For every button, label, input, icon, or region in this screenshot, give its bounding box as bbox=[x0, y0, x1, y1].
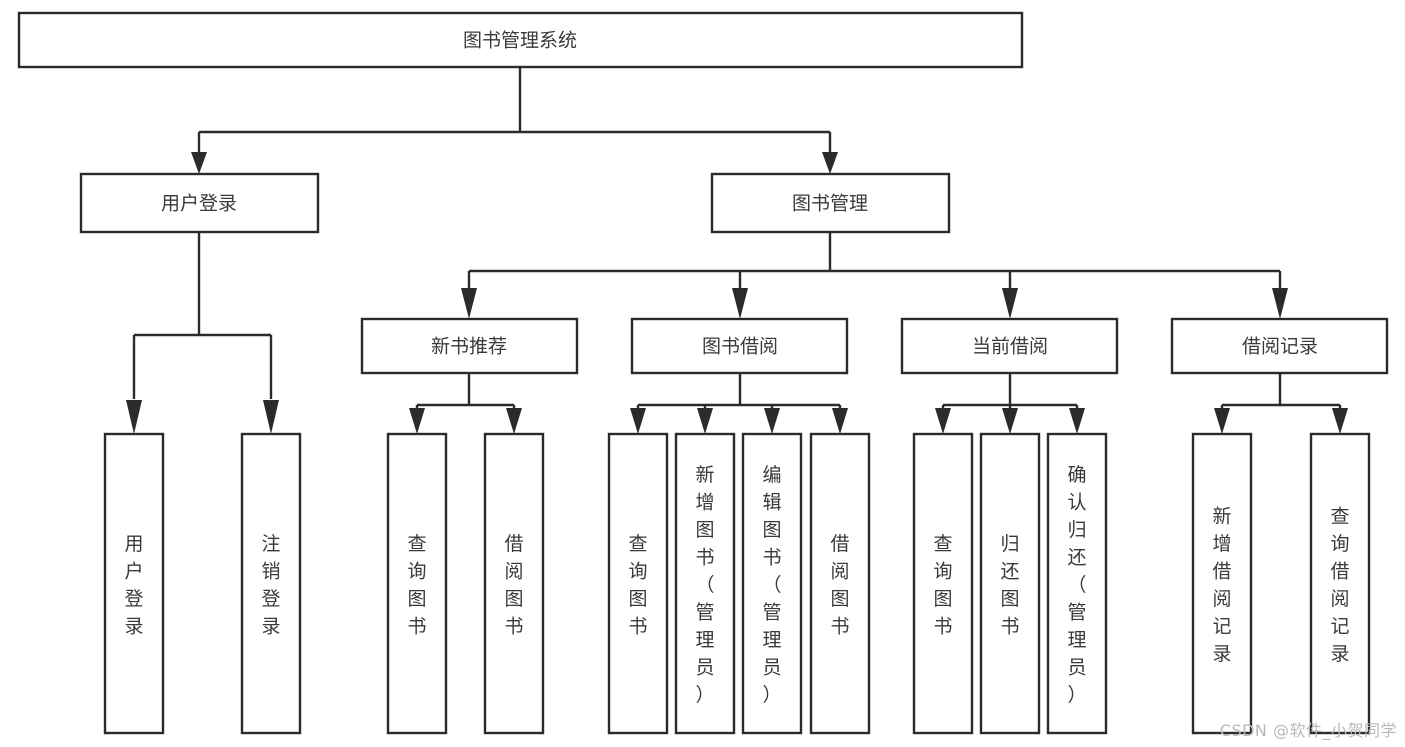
arrow-record-leaf-2 bbox=[1332, 408, 1348, 434]
leaf-user-login-label: 用户登录 bbox=[124, 533, 143, 638]
leaf-query-book-1[interactable]: 查询图书 bbox=[386, 432, 448, 735]
leaf-add-book-label: 新增图书（管理员） bbox=[695, 464, 714, 706]
leaf-borrow-book-2[interactable]: 借阅图书 bbox=[809, 432, 871, 735]
arrow-borrow-leaf-4 bbox=[832, 408, 848, 434]
node-root-label: 图书管理系统 bbox=[463, 30, 577, 52]
node-new-book-recommend[interactable]: 新书推荐 bbox=[360, 317, 579, 375]
arrow-userlogin-leaf-2 bbox=[263, 400, 279, 434]
arrow-current-leaf-2 bbox=[1002, 408, 1018, 434]
leaf-query-record[interactable]: 查询借阅记录 bbox=[1309, 432, 1371, 735]
node-new-book-recommend-box[interactable] bbox=[360, 317, 579, 375]
node-user-login-box[interactable] bbox=[79, 172, 320, 234]
leaf-return-book-label: 归还图书 bbox=[1000, 533, 1019, 638]
node-book-borrow-box[interactable] bbox=[630, 317, 849, 375]
leaf-query-record-label: 查询借阅记录 bbox=[1330, 506, 1349, 666]
leaf-edit-book-box[interactable] bbox=[741, 432, 803, 735]
node-borrow-record-label: 借阅记录 bbox=[1242, 336, 1318, 358]
leaf-return-book[interactable]: 归还图书 bbox=[979, 432, 1041, 735]
node-new-book-recommend-label: 新书推荐 bbox=[431, 336, 507, 358]
leaf-confirm-return[interactable]: 确认归还（管理员） bbox=[1046, 432, 1108, 735]
connector-layer bbox=[126, 67, 1348, 434]
leaf-add-record-box[interactable] bbox=[1191, 432, 1253, 735]
leaf-query-book-3-box[interactable] bbox=[912, 432, 974, 735]
leaf-query-book-3-label: 查询图书 bbox=[933, 533, 952, 638]
leaf-confirm-return-box[interactable] bbox=[1046, 432, 1108, 735]
arrow-borrow-leaf-2 bbox=[697, 408, 713, 434]
node-book-manage-box[interactable] bbox=[710, 172, 951, 234]
node-user-login[interactable]: 用户登录 bbox=[79, 172, 320, 234]
arrow-recommend-leaf-2 bbox=[506, 408, 522, 434]
node-current-borrow-label: 当前借阅 bbox=[972, 336, 1048, 358]
leaf-add-record[interactable]: 新增借阅记录 bbox=[1191, 432, 1253, 735]
arrow-bookmanage-to-current bbox=[1002, 288, 1018, 319]
leaf-query-book-2[interactable]: 查询图书 bbox=[607, 432, 669, 735]
leaf-user-login[interactable]: 用户登录 bbox=[103, 432, 165, 735]
leaf-borrow-book-2-box[interactable] bbox=[809, 432, 871, 735]
leaf-add-record-label: 新增借阅记录 bbox=[1212, 506, 1231, 666]
leaf-logout-login-label: 注销登录 bbox=[261, 533, 280, 638]
node-current-borrow[interactable]: 当前借阅 bbox=[900, 317, 1119, 375]
arrow-borrow-leaf-1 bbox=[630, 408, 646, 434]
leaf-borrow-book-1-label: 借阅图书 bbox=[504, 533, 523, 638]
leaf-user-login-box[interactable] bbox=[103, 432, 165, 735]
leaf-logout-login[interactable]: 注销登录 bbox=[240, 432, 302, 735]
arrow-bookmanage-to-record bbox=[1272, 288, 1288, 319]
node-root-box[interactable] bbox=[17, 11, 1024, 69]
leaf-confirm-return-label: 确认归还（管理员） bbox=[1067, 464, 1086, 706]
node-root[interactable]: 图书管理系统 bbox=[17, 11, 1024, 69]
arrow-root-to-book-manage bbox=[822, 152, 838, 174]
arrow-record-leaf-1 bbox=[1214, 408, 1230, 434]
node-current-borrow-box[interactable] bbox=[900, 317, 1119, 375]
arrow-recommend-leaf-1 bbox=[409, 408, 425, 434]
arrow-borrow-leaf-3 bbox=[764, 408, 780, 434]
leaf-query-book-2-label: 查询图书 bbox=[628, 533, 647, 638]
node-user-login-label: 用户登录 bbox=[161, 193, 237, 215]
leaf-borrow-book-2-label: 借阅图书 bbox=[830, 533, 849, 638]
leaf-query-book-2-box[interactable] bbox=[607, 432, 669, 735]
leaf-return-book-box[interactable] bbox=[979, 432, 1041, 735]
leaf-edit-book-label: 编辑图书（管理员） bbox=[762, 464, 781, 706]
node-book-borrow[interactable]: 图书借阅 bbox=[630, 317, 849, 375]
node-borrow-record[interactable]: 借阅记录 bbox=[1170, 317, 1389, 375]
leaf-query-record-box[interactable] bbox=[1309, 432, 1371, 735]
arrow-userlogin-leaf-1 bbox=[126, 400, 142, 434]
leaf-query-book-1-box[interactable] bbox=[386, 432, 448, 735]
leaf-borrow-book-1-box[interactable] bbox=[483, 432, 545, 735]
csdn-watermark: CSDN @软件_小贺同学 bbox=[1219, 721, 1397, 740]
arrow-current-leaf-3 bbox=[1069, 408, 1085, 434]
node-book-manage[interactable]: 图书管理 bbox=[710, 172, 951, 234]
arrow-bookmanage-to-recommend bbox=[461, 288, 477, 319]
leaf-add-book[interactable]: 新增图书（管理员） bbox=[674, 432, 736, 735]
arrow-current-leaf-1 bbox=[935, 408, 951, 434]
leaf-query-book-1-label: 查询图书 bbox=[407, 533, 426, 638]
arrow-bookmanage-to-borrow bbox=[732, 288, 748, 319]
node-book-borrow-label: 图书借阅 bbox=[702, 336, 778, 358]
leaf-query-book-3[interactable]: 查询图书 bbox=[912, 432, 974, 735]
leaf-add-book-box[interactable] bbox=[674, 432, 736, 735]
arrow-root-to-user-login bbox=[191, 152, 207, 174]
leaf-borrow-book-1[interactable]: 借阅图书 bbox=[483, 432, 545, 735]
node-book-manage-label: 图书管理 bbox=[792, 193, 868, 215]
node-borrow-record-box[interactable] bbox=[1170, 317, 1389, 375]
leaf-logout-login-box[interactable] bbox=[240, 432, 302, 735]
leaf-edit-book[interactable]: 编辑图书（管理员） bbox=[741, 432, 803, 735]
